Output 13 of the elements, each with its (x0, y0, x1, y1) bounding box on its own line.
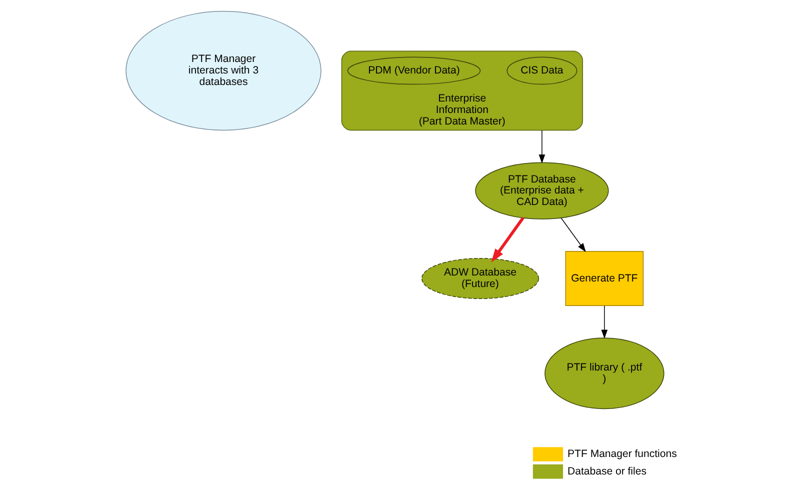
node-ellipse: CIS Data (506, 56, 577, 85)
arrow (490, 216, 524, 262)
node-ellipse: ADW Database (Future) (420, 258, 538, 299)
node-ellipse: PTF Manager interacts with 3 databases (125, 10, 321, 131)
node-ellipse: PTF Database (Enterprise data + CAD Data) (474, 162, 608, 220)
legend-label: Database or files (567, 465, 646, 478)
node-box: Generate PTF (564, 251, 644, 306)
arrow (560, 217, 586, 252)
node-ellipse: PTF library ( .ptf ) (544, 338, 664, 410)
legend-label: PTF Manager functions (567, 448, 676, 460)
arrow (538, 130, 545, 164)
node-ellipse: PDM (Vendor Data) (346, 56, 480, 85)
arrow (600, 305, 608, 339)
